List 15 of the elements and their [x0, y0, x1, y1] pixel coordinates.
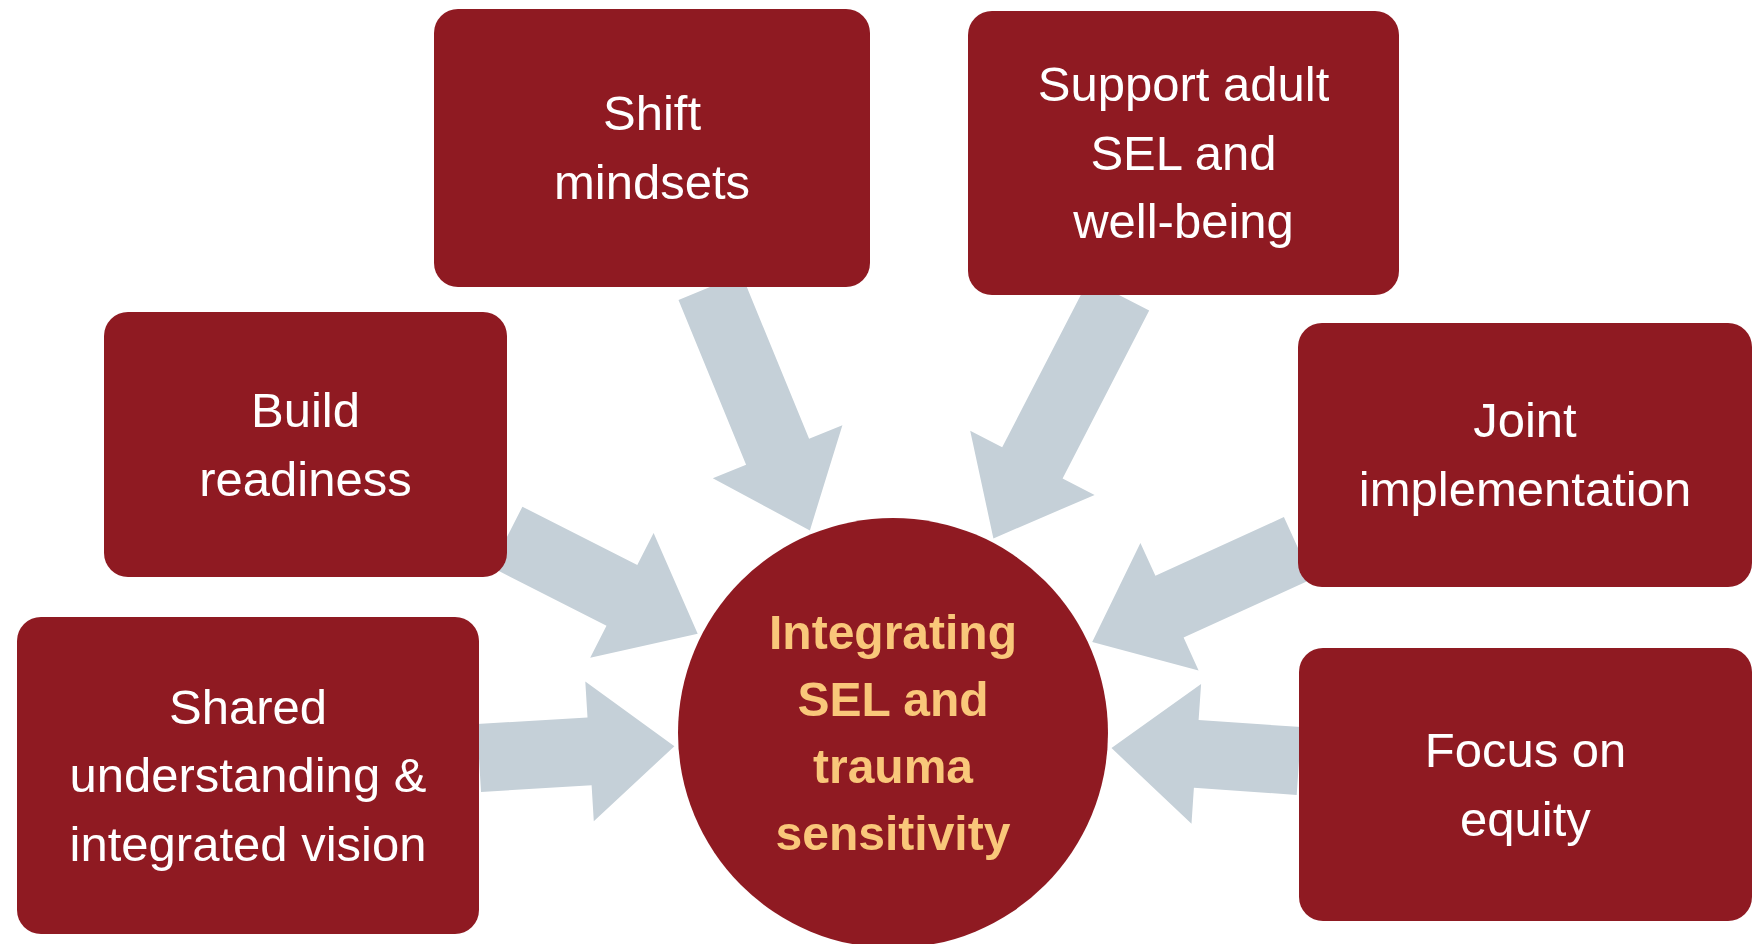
- block-arrow: [1111, 684, 1302, 824]
- box-label: Shift mindsets: [552, 85, 752, 211]
- box-label: Focus on equity: [1423, 721, 1628, 848]
- hub-label: Integrating SEL and trauma sensitivity: [768, 604, 1018, 863]
- box-label: Build readiness: [198, 381, 413, 508]
- box-label: Shared understanding & integrated vision: [68, 678, 428, 873]
- process-box: [104, 312, 507, 577]
- process-box: [17, 617, 479, 934]
- block-arrow: [477, 681, 675, 822]
- process-box: [1299, 648, 1752, 921]
- box-label: Support adult SEL and well-being: [1036, 56, 1331, 251]
- box-label: Joint implementation: [1357, 392, 1693, 518]
- process-box: [968, 11, 1399, 295]
- process-box: [434, 9, 870, 287]
- process-box: [1298, 323, 1752, 587]
